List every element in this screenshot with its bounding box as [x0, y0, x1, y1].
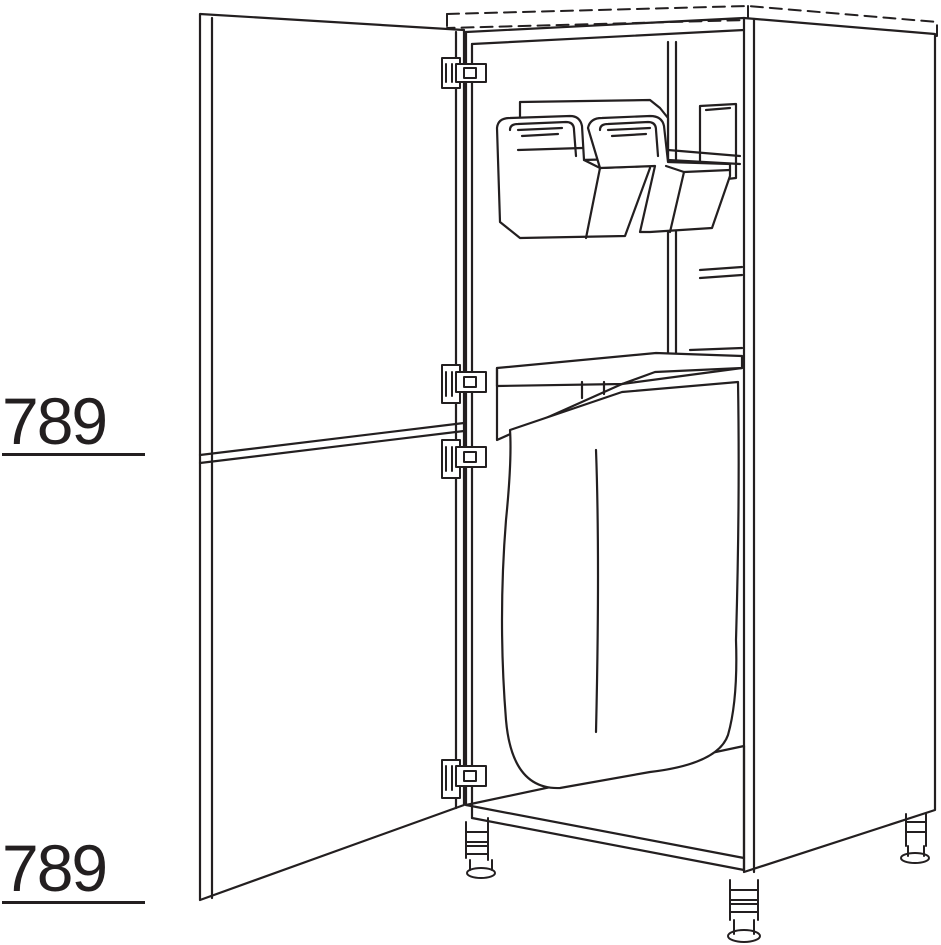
hinge-top: [441, 57, 487, 89]
waste-bin: [495, 351, 744, 790]
hinge-lower-middle: [441, 439, 487, 479]
dimension-upper-label: 789: [2, 384, 108, 458]
dimension-lower-label: 789: [2, 831, 108, 905]
dimension-upper-rule: [2, 453, 145, 456]
hinge-upper-middle: [441, 364, 487, 404]
leg-front-left: [465, 817, 496, 879]
cabinet-legs: [465, 813, 930, 943]
bin-bag: [500, 380, 740, 790]
cabinet-carcass: [464, 16, 937, 874]
door-panel: [198, 12, 466, 902]
door-rack: [495, 98, 742, 240]
container-right: [586, 114, 732, 234]
leg-front-right: [727, 879, 761, 943]
door-split-line: [198, 421, 466, 457]
bin-frame: [495, 351, 744, 388]
door-hinges: [441, 57, 487, 799]
right-side-panel: [742, 16, 937, 874]
leg-back-right: [900, 813, 930, 864]
hinge-bottom: [441, 759, 487, 799]
cabinet-door: [198, 12, 466, 902]
dimension-lower-rule: [2, 901, 145, 904]
